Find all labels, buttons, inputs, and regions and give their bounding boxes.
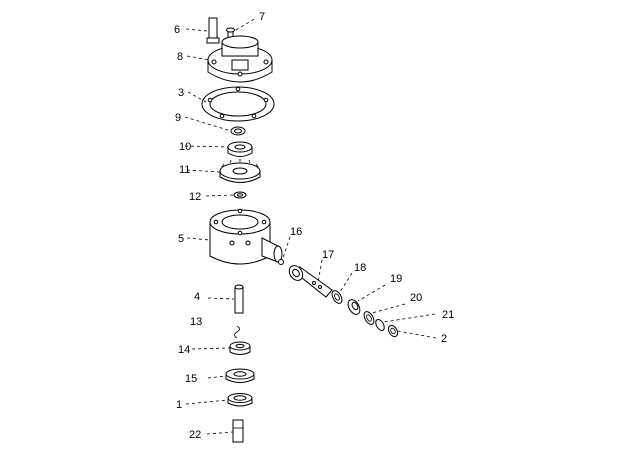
callout-18: 18 xyxy=(354,262,366,274)
part-3-gasket xyxy=(201,86,275,122)
callout-16: 16 xyxy=(290,226,302,238)
part-8-top-cover xyxy=(207,35,273,83)
part-14-bearing xyxy=(229,341,251,355)
part-10-bearing xyxy=(227,141,253,157)
callout-5: 5 xyxy=(178,233,184,245)
callout-7: 7 xyxy=(259,11,265,23)
callout-14: 14 xyxy=(178,344,190,356)
callout-4: 4 xyxy=(194,291,200,303)
part-2-nut xyxy=(387,324,399,338)
callout-19: 19 xyxy=(390,273,402,285)
part-1-seal xyxy=(227,393,253,407)
callout-3: 3 xyxy=(178,87,184,99)
callout-2: 2 xyxy=(441,333,447,345)
callout-labels: 6 7 8 3 9 10 11 12 5 16 17 18 19 20 21 2… xyxy=(174,11,454,441)
callout-11: 11 xyxy=(179,164,190,176)
callout-6: 6 xyxy=(174,24,180,36)
part-21-washer xyxy=(375,319,385,331)
callout-1: 1 xyxy=(176,399,182,411)
part-12-washer xyxy=(233,191,247,199)
callout-8: 8 xyxy=(177,51,183,63)
callout-9: 9 xyxy=(175,112,181,124)
callout-21: 21 xyxy=(442,309,454,321)
part-22-shaft xyxy=(232,419,244,443)
callout-13: 13 xyxy=(190,316,202,328)
part-20-ring xyxy=(363,311,375,325)
part-17-shaft xyxy=(288,265,333,298)
part-13-spring xyxy=(234,325,240,339)
part-6-bolt xyxy=(206,17,220,44)
callout-20: 20 xyxy=(410,292,422,304)
callout-15: 15 xyxy=(185,373,197,385)
part-11-gear xyxy=(219,159,261,183)
part-5-housing xyxy=(209,208,283,265)
callout-12: 12 xyxy=(189,191,201,203)
callout-10: 10 xyxy=(179,141,191,153)
callout-22: 22 xyxy=(189,429,201,441)
part-19-bearing xyxy=(347,299,361,315)
part-4-shaft xyxy=(234,284,244,314)
part-9-ring xyxy=(230,126,246,136)
part-18-seal xyxy=(331,290,343,304)
callout-17: 17 xyxy=(322,249,334,261)
part-16-pin xyxy=(278,259,284,265)
leader-lines xyxy=(184,17,437,435)
part-15-disc xyxy=(225,368,255,383)
